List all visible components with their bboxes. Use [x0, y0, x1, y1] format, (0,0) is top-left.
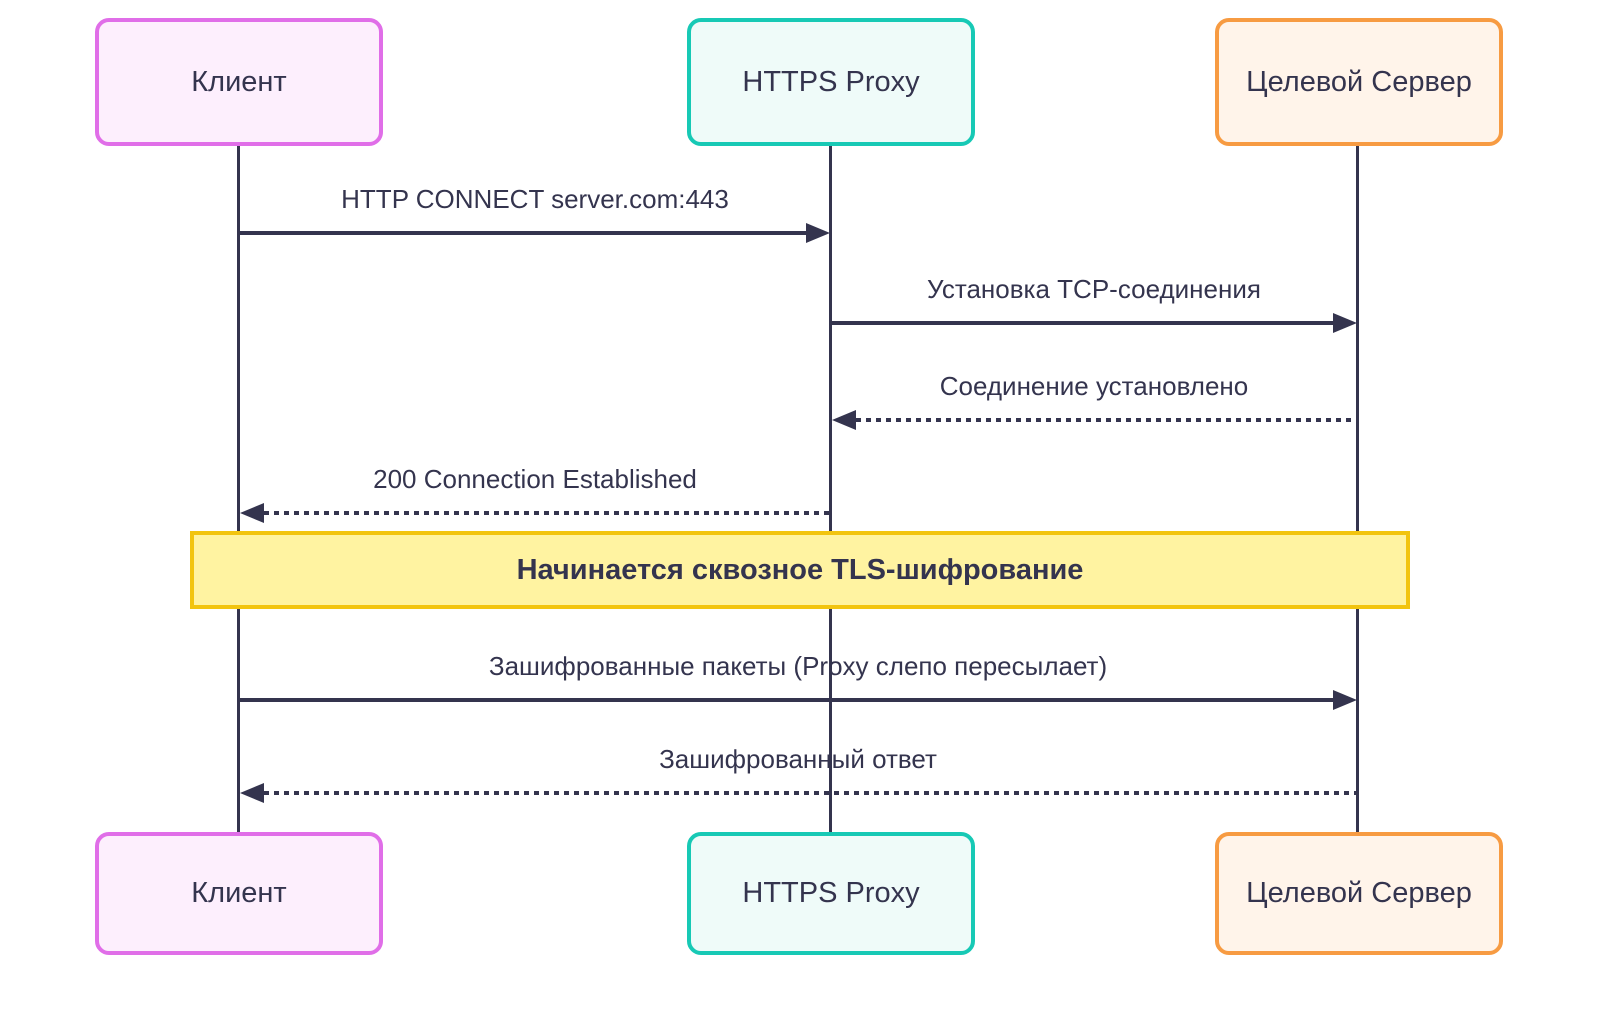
actor-label: Целевой Сервер [1246, 877, 1472, 909]
message-line [856, 418, 1358, 422]
arrowhead-icon [832, 410, 856, 430]
arrowhead-icon [806, 223, 830, 243]
actor-label: HTTPS Proxy [742, 65, 920, 98]
message-line [264, 511, 830, 515]
actor-https-proxy-top: HTTPS Proxy [687, 18, 975, 146]
lifeline-target-server [1356, 146, 1359, 832]
arrowhead-icon [1333, 690, 1357, 710]
actor-label: HTTPS Proxy [742, 877, 920, 909]
lifeline-https-proxy [829, 146, 832, 832]
message-label: Зашифрованные пакеты (Proxy слепо пересы… [488, 651, 1108, 681]
actor-label: Клиент [191, 65, 287, 98]
message-label: 200 Connection Established [373, 464, 697, 494]
message-line [239, 231, 806, 235]
actor-target-server-top: Целевой Сервер [1215, 18, 1503, 146]
lifeline-client [237, 146, 240, 832]
message-label: Соединение установлено [939, 371, 1249, 401]
actor-label: Клиент [191, 877, 287, 909]
message-label: Установка TCP-соединения [927, 274, 1261, 304]
arrowhead-icon [240, 503, 264, 523]
arrowhead-icon [240, 783, 264, 803]
message-label: Зашифрованный ответ [659, 744, 937, 774]
tls-note-banner: Начинается сквозное TLS-шифрование [190, 531, 1410, 609]
message-label: HTTP CONNECT server.com:443 [341, 184, 729, 214]
arrowhead-icon [1333, 313, 1357, 333]
actor-https-proxy-bottom: HTTPS Proxy [687, 832, 975, 955]
message-line [264, 791, 1358, 795]
actor-client-top: Клиент [95, 18, 383, 146]
actor-label: Целевой Сервер [1246, 65, 1472, 98]
actor-client-bottom: Клиент [95, 832, 383, 955]
message-line [831, 321, 1333, 325]
tls-note-label: Начинается сквозное TLS-шифрование [516, 553, 1084, 586]
message-line [239, 698, 1333, 702]
actor-target-server-bottom: Целевой Сервер [1215, 832, 1503, 955]
